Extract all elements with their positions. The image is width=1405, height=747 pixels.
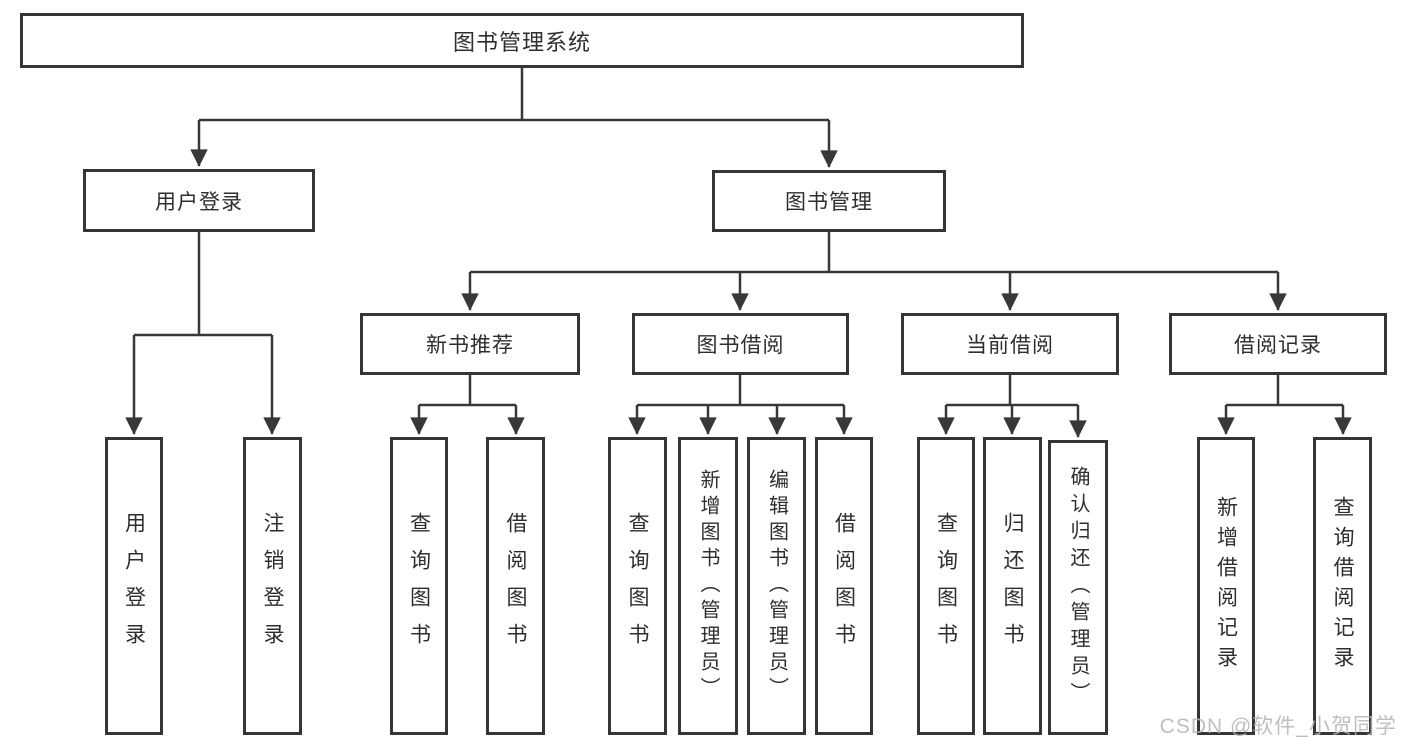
leaf-borrow-books-2: 借阅图书 [815, 437, 873, 735]
node-user-login-branch: 用户登录 [83, 169, 315, 232]
leaf-add-book-admin-label: 新增图书（管理员） [697, 469, 719, 703]
node-user-login-branch-label: 用户登录 [155, 190, 243, 214]
leaf-edit-book-admin: 编辑图书（管理员） [747, 437, 806, 735]
leaf-add-book-admin: 新增图书（管理员） [678, 437, 738, 735]
node-new-book-recommend-label: 新书推荐 [426, 334, 514, 357]
leaf-query-books-2-label: 查询图书 [626, 512, 649, 660]
node-book-management: 图书管理 [712, 170, 946, 232]
node-root: 图书管理系统 [20, 13, 1024, 68]
leaf-query-borrow-record-label: 查询借阅记录 [1331, 496, 1354, 676]
node-root-label: 图书管理系统 [452, 29, 591, 55]
leaf-query-books-1-label: 查询图书 [407, 512, 431, 660]
leaf-confirm-return-admin-label: 确认归还（管理员） [1067, 466, 1089, 709]
node-borrowing-records: 借阅记录 [1169, 313, 1387, 375]
node-new-book-recommend: 新书推荐 [360, 313, 580, 375]
node-current-borrowing: 当前借阅 [901, 313, 1119, 375]
leaf-add-borrow-record: 新增借阅记录 [1197, 437, 1255, 735]
leaf-return-books-label: 归还图书 [1001, 512, 1024, 660]
leaf-return-books: 归还图书 [983, 437, 1042, 735]
leaf-logout: 注销登录 [243, 437, 302, 735]
node-current-borrowing-label: 当前借阅 [966, 334, 1054, 357]
leaf-query-books-3: 查询图书 [917, 437, 975, 735]
leaf-query-books-2: 查询图书 [608, 437, 667, 735]
node-book-management-label: 图书管理 [785, 191, 873, 214]
leaf-add-borrow-record-label: 新增借阅记录 [1214, 496, 1238, 676]
node-borrowing-records-label: 借阅记录 [1234, 334, 1322, 357]
leaf-logout-label: 注销登录 [261, 512, 284, 660]
leaf-confirm-return-admin: 确认归还（管理员） [1048, 440, 1108, 735]
leaf-user-login: 用户登录 [105, 437, 163, 735]
leaf-query-books-3-label: 查询图书 [934, 512, 958, 660]
csdn-watermark: CSDN @软件_小贺同学 [1159, 715, 1397, 738]
leaf-query-books-1: 查询图书 [390, 437, 448, 735]
leaf-query-borrow-record: 查询借阅记录 [1313, 437, 1372, 735]
leaf-user-login-label: 用户登录 [122, 512, 146, 660]
node-book-borrowing: 图书借阅 [632, 313, 849, 375]
leaf-borrow-books-1: 借阅图书 [486, 437, 545, 735]
leaf-borrow-books-1-label: 借阅图书 [504, 512, 527, 660]
node-book-borrowing-label: 图书借阅 [696, 334, 785, 357]
leaf-borrow-books-2-label: 借阅图书 [832, 512, 856, 660]
leaf-edit-book-admin-label: 编辑图书（管理员） [765, 469, 788, 703]
